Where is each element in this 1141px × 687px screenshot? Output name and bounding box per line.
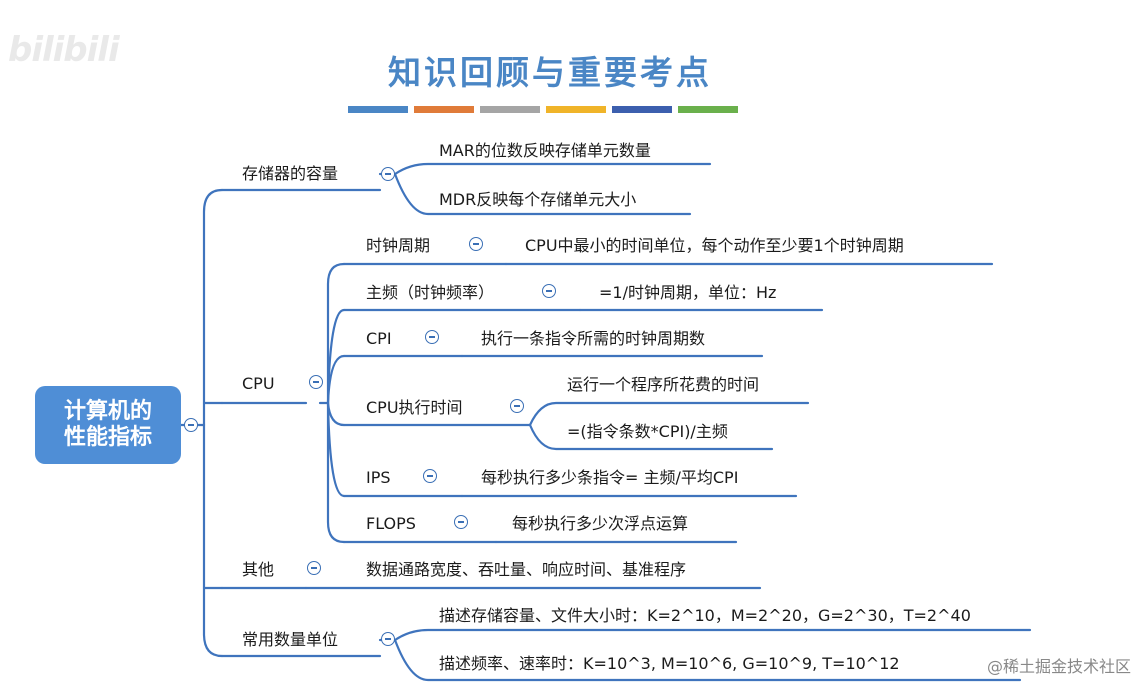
node-clock-period-detail[interactable]: CPU中最小的时间单位，每个动作至少要1个时钟周期 xyxy=(525,236,904,255)
node-units-frequency[interactable]: 描述频率、速率时：K=10^3, M=10^6, G=10^9, T=10^12 xyxy=(439,654,900,673)
node-other[interactable]: 其他 xyxy=(242,560,275,579)
collapse-storage-icon[interactable] xyxy=(381,167,395,181)
collapse-clock-period-icon[interactable] xyxy=(469,237,483,251)
node-ips[interactable]: IPS xyxy=(366,468,391,487)
color-bar xyxy=(480,106,540,113)
bilibili-logo: bilibili xyxy=(8,30,120,70)
node-main-freq[interactable]: 主频（时钟频率） xyxy=(366,283,495,302)
node-cpi[interactable]: CPI xyxy=(366,329,392,348)
color-bar xyxy=(546,106,606,113)
root-node[interactable]: 计算机的 性能指标 xyxy=(35,386,181,464)
node-exec-time[interactable]: CPU执行时间 xyxy=(366,398,463,417)
node-clock-period[interactable]: 时钟周期 xyxy=(366,236,431,255)
node-flops-detail[interactable]: 每秒执行多少次浮点运算 xyxy=(512,514,689,533)
page-title: 知识回顾与重要考点 xyxy=(388,53,712,92)
node-units-storage[interactable]: 描述存储容量、文件大小时：K=2^10，M=2^20，G=2^30，T=2^40 xyxy=(439,606,971,625)
node-cpi-detail[interactable]: 执行一条指令所需的时钟周期数 xyxy=(481,329,706,348)
color-bar xyxy=(348,106,408,113)
collapse-cpi-icon[interactable] xyxy=(425,330,439,344)
node-units[interactable]: 常用数量单位 xyxy=(242,630,339,649)
collapse-root-icon[interactable] xyxy=(184,418,198,432)
collapse-exec-time-icon[interactable] xyxy=(510,399,524,413)
color-bar xyxy=(414,106,474,113)
collapse-flops-icon[interactable] xyxy=(454,515,468,529)
node-other-detail[interactable]: 数据通路宽度、吞吐量、响应时间、基准程序 xyxy=(366,560,687,579)
color-bar xyxy=(612,106,672,113)
collapse-other-icon[interactable] xyxy=(307,561,321,575)
color-bar xyxy=(678,106,738,113)
node-exec-time-detail-1[interactable]: 运行一个程序所花费的时间 xyxy=(567,375,760,394)
collapse-main-freq-icon[interactable] xyxy=(542,284,556,298)
node-mdr[interactable]: MDR反映每个存储单元大小 xyxy=(439,190,637,209)
node-exec-time-detail-2[interactable]: =(指令条数*CPI)/主频 xyxy=(567,422,728,441)
collapse-cpu-icon[interactable] xyxy=(309,375,323,389)
node-storage[interactable]: 存储器的容量 xyxy=(242,164,339,183)
root-label: 计算机的 性能指标 xyxy=(63,398,152,450)
node-mar[interactable]: MAR的位数反映存储单元数量 xyxy=(439,141,651,160)
collapse-ips-icon[interactable] xyxy=(423,469,437,483)
watermark: @稀土掘金技术社区 xyxy=(984,653,1133,677)
node-main-freq-detail[interactable]: =1/时钟周期，单位：Hz xyxy=(599,283,777,302)
collapse-units-icon[interactable] xyxy=(381,632,395,646)
node-cpu[interactable]: CPU xyxy=(242,374,275,393)
node-ips-detail[interactable]: 每秒执行多少条指令= 主频/平均CPI xyxy=(481,468,739,487)
node-flops[interactable]: FLOPS xyxy=(366,514,416,533)
